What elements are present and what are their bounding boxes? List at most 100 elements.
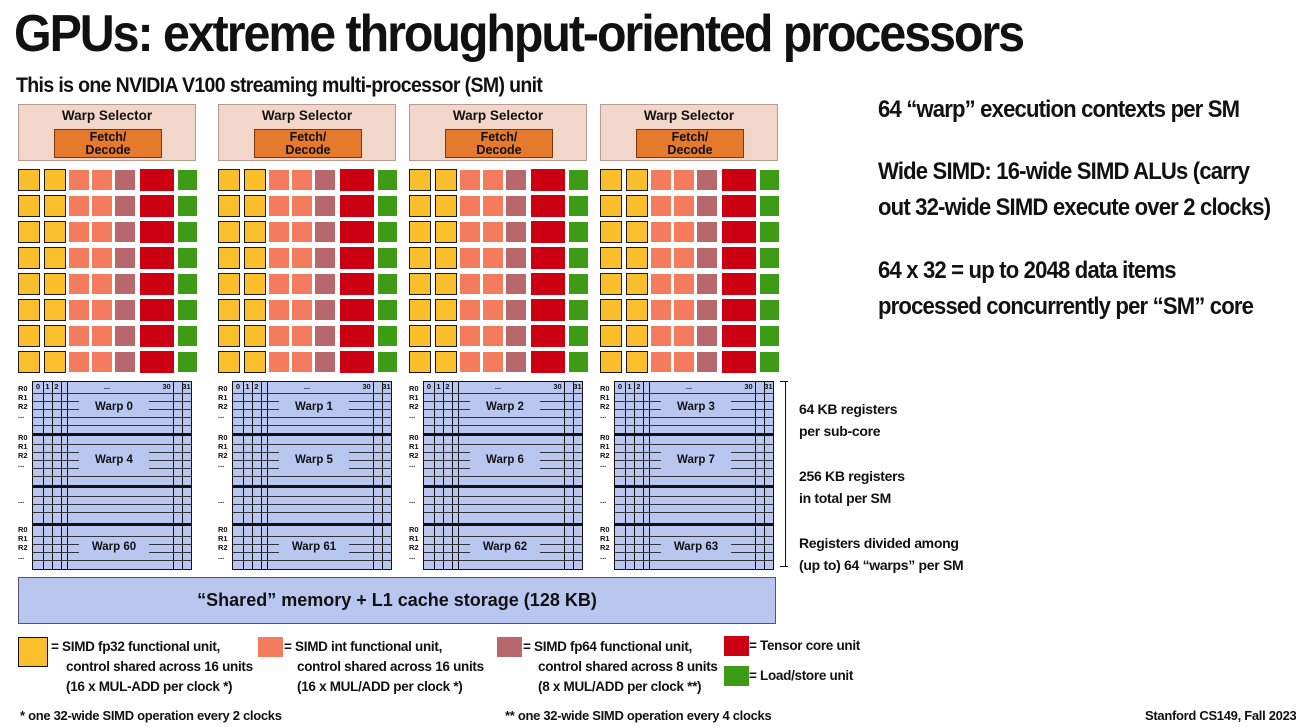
register-row-divider	[615, 425, 773, 426]
fp32-unit	[435, 299, 457, 321]
load-store-unit	[760, 352, 779, 372]
int-unit	[460, 170, 480, 190]
fp32-unit	[409, 221, 431, 243]
warp-label: Warp 1	[279, 399, 349, 416]
int-unit	[92, 300, 112, 320]
register-row-divider	[33, 476, 191, 477]
fp64-unit	[315, 274, 335, 294]
load-store-unit	[760, 222, 779, 242]
int-unit	[269, 274, 289, 294]
register-group-divider	[424, 485, 582, 488]
fp32-unit	[600, 273, 622, 295]
register-row-label: R2	[18, 543, 28, 552]
load-store-unit	[569, 222, 588, 242]
fp32-unit	[44, 273, 66, 295]
fp64-unit	[697, 300, 717, 320]
register-row-label: R0	[218, 525, 228, 534]
tensor-core-unit	[340, 195, 374, 217]
register-group-divider	[424, 523, 582, 526]
register-row-label: R2	[18, 402, 28, 411]
fp64-unit	[115, 196, 135, 216]
tensor-core-unit	[531, 299, 565, 321]
register-row-divider	[33, 512, 191, 513]
register-row-label: R0	[600, 525, 610, 534]
register-row-divider	[33, 496, 191, 497]
register-row-label: R1	[600, 534, 610, 543]
warp-label: Warp 6	[470, 452, 540, 469]
register-row-divider	[424, 560, 582, 561]
fp32-unit	[600, 247, 622, 269]
register-row-label: ...	[409, 411, 416, 420]
fp32-unit	[409, 351, 431, 373]
int-unit	[674, 222, 694, 242]
register-column-divider	[373, 382, 374, 569]
register-row-label: R0	[218, 384, 228, 393]
int-unit	[651, 196, 671, 216]
legend-fp32-line2: control shared across 16 units	[66, 659, 253, 674]
register-column-header: ...	[303, 382, 311, 391]
int-unit	[651, 274, 671, 294]
register-column-divider	[625, 382, 626, 569]
register-row-label: R1	[18, 442, 28, 451]
register-row-divider	[424, 476, 582, 477]
int-unit	[269, 352, 289, 372]
warp-label: Warp 62	[470, 539, 540, 556]
load-store-unit	[178, 274, 197, 294]
fp64-unit	[115, 248, 135, 268]
register-row-label: R0	[409, 384, 419, 393]
fetch-decode-unit: Fetch/ Decode	[54, 129, 162, 158]
int-unit	[483, 196, 503, 216]
register-row-divider	[615, 560, 773, 561]
register-column-header: 0	[235, 382, 241, 391]
fp64-unit	[315, 352, 335, 372]
fp64-unit	[506, 274, 526, 294]
register-column-header: 2	[445, 382, 450, 391]
fp32-unit	[44, 195, 66, 217]
int-unit	[69, 352, 89, 372]
int-unit	[460, 196, 480, 216]
fp32-unit	[600, 195, 622, 217]
fp32-unit	[44, 169, 66, 191]
register-column-divider	[452, 382, 453, 569]
int-unit	[460, 274, 480, 294]
fp32-unit	[18, 221, 40, 243]
int-unit	[269, 222, 289, 242]
fp32-unit	[409, 299, 431, 321]
register-column-divider	[267, 382, 268, 569]
register-column-header: 0	[426, 382, 432, 391]
int-unit	[292, 300, 312, 320]
int-unit	[92, 196, 112, 216]
register-row-divider	[615, 536, 773, 537]
tensor-core-unit	[722, 195, 756, 217]
warp-selector-label: Warp Selector	[452, 108, 544, 123]
int-unit	[651, 352, 671, 372]
load-store-unit	[569, 196, 588, 216]
tensor-core-unit	[340, 221, 374, 243]
footnote-fp32: * one 32-wide SIMD operation every 2 clo…	[20, 708, 282, 723]
load-store-unit	[178, 326, 197, 346]
register-column-divider	[182, 382, 183, 569]
load-store-unit	[569, 274, 588, 294]
fp32-unit	[626, 325, 648, 347]
load-store-unit	[378, 300, 397, 320]
warp-selector-label: Warp Selector	[61, 108, 153, 123]
register-column-header: 30	[744, 382, 753, 391]
fp32-unit	[409, 325, 431, 347]
load-store-unit	[378, 170, 397, 190]
legend-int-swatch	[258, 637, 283, 657]
register-column-divider	[67, 382, 68, 569]
register-row-divider	[33, 504, 191, 505]
register-column-divider	[649, 382, 650, 569]
warp-label: Warp 2	[470, 399, 540, 416]
register-row-label: R2	[218, 402, 228, 411]
register-group-divider	[233, 523, 391, 526]
register-row-label: R1	[409, 393, 419, 402]
register-row-divider	[615, 417, 773, 418]
page-title: GPUs: extreme throughput-oriented proces…	[14, 5, 1025, 63]
